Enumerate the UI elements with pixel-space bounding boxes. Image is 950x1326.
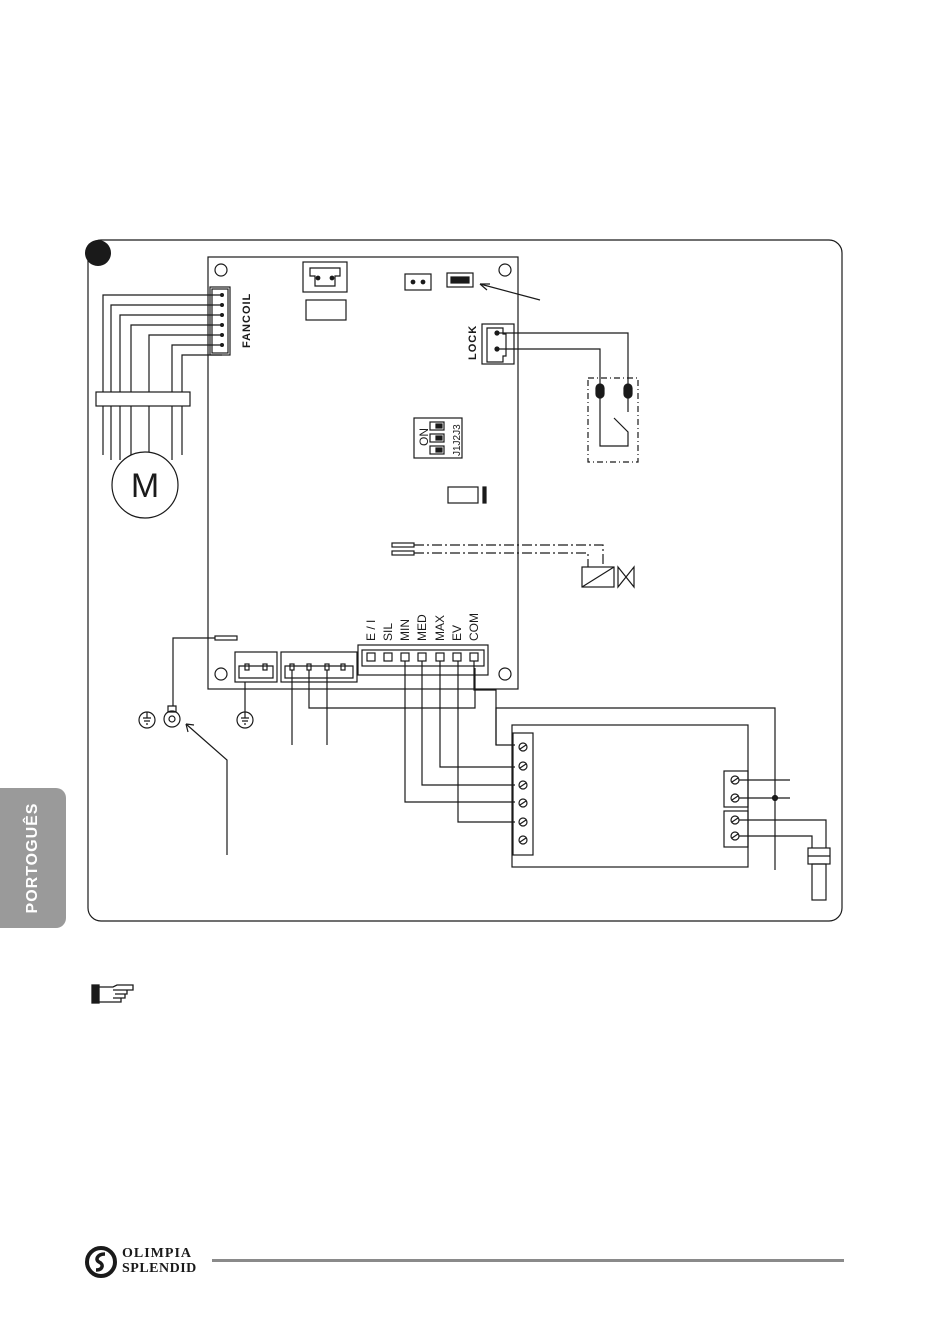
dip-jumper-label: J1J2J3 xyxy=(452,424,463,456)
jumper-header xyxy=(405,274,431,290)
note-hand-icon xyxy=(91,983,137,1005)
terminal-label-sil: SIL xyxy=(381,623,395,641)
language-tab-label: PORTOGUÊS xyxy=(24,803,42,914)
lock-label: LOCK xyxy=(467,325,479,360)
fancoil-label: FANCOIL xyxy=(241,293,253,348)
terminal-label-com: COM xyxy=(467,613,481,641)
terminal-label-ei: E / I xyxy=(364,620,378,641)
ground-icon xyxy=(139,712,155,728)
language-tab: PORTOGUÊS xyxy=(0,788,66,928)
diagram-frame xyxy=(88,240,842,921)
power-connector xyxy=(303,262,347,292)
terminal-label-ev: EV xyxy=(450,625,464,641)
brand-logo: OLIMPIA SPLENDID xyxy=(84,1245,214,1279)
figure-marker xyxy=(85,240,111,266)
terminal-label-min: MIN xyxy=(398,619,412,641)
terminal-label-med: MED xyxy=(415,614,429,641)
ring-terminal-icon xyxy=(164,711,180,727)
dip-on-label: ON xyxy=(417,428,431,446)
footer-rule xyxy=(212,1259,844,1262)
ground-icon-2 xyxy=(237,712,253,728)
brand-name-line2: SPLENDID xyxy=(122,1261,197,1277)
thermostat-unit xyxy=(512,725,748,867)
terminal-label-max: MAX xyxy=(433,615,447,641)
motor-label: M xyxy=(131,467,159,505)
cable-clamp xyxy=(96,392,190,406)
brand-name-line1: OLIMPIA xyxy=(122,1246,192,1262)
brand-logo-icon xyxy=(84,1245,118,1279)
